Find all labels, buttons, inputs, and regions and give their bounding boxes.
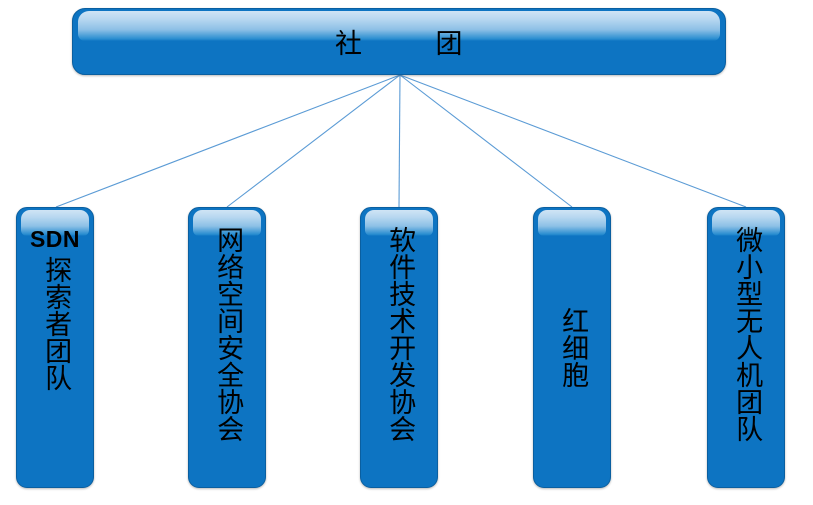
child-node-label: 红细胞	[534, 208, 610, 487]
connector-line-4	[399, 74, 573, 208]
child-node-text: 网络空间安全协会	[212, 226, 244, 442]
connector-line-3	[398, 74, 401, 208]
child-node-text: 红细胞	[557, 307, 589, 388]
child-node-sdn-explorer-team[interactable]: SDN 探索者团队	[16, 207, 94, 488]
child-node-text: 软件技术开发协会	[384, 226, 416, 442]
child-node-text: 微小型无人机团队	[731, 226, 763, 442]
child-node-label: 网络空间安全协会	[189, 208, 265, 487]
child-node-label: 微小型无人机团队	[708, 208, 784, 487]
child-node-label: SDN 探索者团队	[17, 208, 93, 487]
child-node-label: 软件技术开发协会	[361, 208, 437, 487]
child-node-red-blood-cell[interactable]: 红细胞	[533, 207, 611, 488]
root-node-society[interactable]: 社 团	[72, 8, 726, 75]
child-node-cyberspace-security-association[interactable]: 网络空间安全协会	[188, 207, 266, 488]
child-node-software-tech-development-association[interactable]: 软件技术开发协会	[360, 207, 438, 488]
child-node-text: 探索者团队	[40, 256, 72, 391]
child-node-prefix: SDN	[29, 226, 81, 252]
connector-line-2	[226, 74, 401, 208]
connector-line-5	[399, 74, 747, 208]
connector-line-1	[55, 74, 401, 208]
root-node-label: 社 团	[334, 29, 464, 60]
child-node-micro-uav-team[interactable]: 微小型无人机团队	[707, 207, 785, 488]
